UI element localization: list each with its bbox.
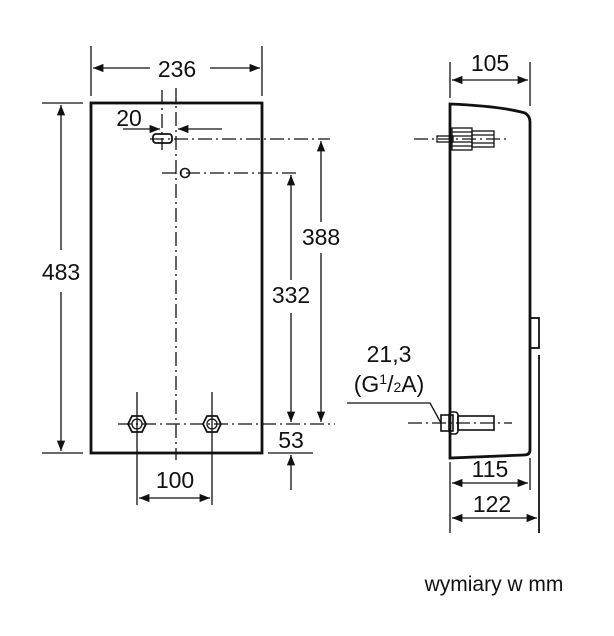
upper-hole-height-dimension-label: 332	[272, 282, 310, 308]
overall-depth-label: 122	[473, 491, 511, 517]
right-water-connection	[201, 392, 223, 505]
thread-spec-label: (G1/2A)	[354, 371, 425, 397]
side-body-outline	[448, 102, 532, 460]
side-water-connection	[347, 402, 512, 435]
connection-spacing-label: 100	[156, 467, 194, 493]
height-dimension-label: 483	[42, 259, 80, 285]
wall-bracket	[529, 317, 540, 349]
mount-height-dimension-label: 388	[302, 224, 340, 250]
left-water-connection	[126, 392, 148, 505]
front-view: 236 483 20 388 332 53 100	[42, 46, 340, 505]
width-dimension-label: 236	[158, 56, 196, 82]
top-depth-label: 105	[471, 50, 509, 76]
bottom-depth-label: 115	[472, 456, 509, 482]
cable-gland	[414, 127, 507, 151]
connection-size-label: 21,3	[367, 341, 412, 367]
offset-dimension-label: 20	[116, 105, 142, 131]
bottom-offset-dimension-label: 53	[278, 427, 304, 453]
units-note: wymiary w mm	[424, 573, 564, 596]
side-view: 105 115 122 21,3 (G1/2A)	[347, 50, 540, 533]
